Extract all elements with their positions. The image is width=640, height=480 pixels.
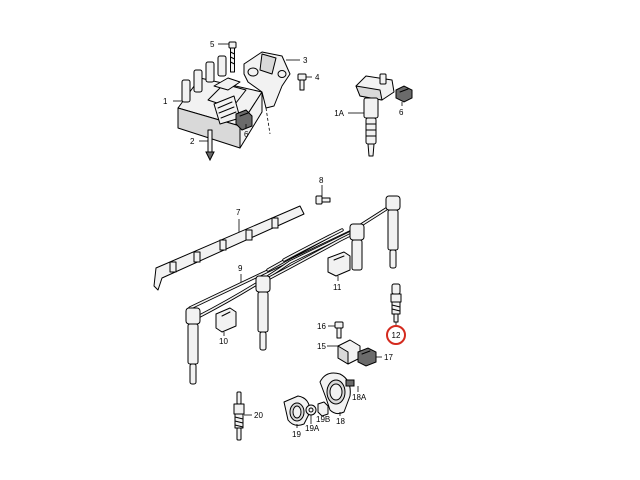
callout-10: 10 — [219, 337, 228, 346]
callout-19b: 19B — [316, 415, 330, 424]
callout-5: 5 — [210, 40, 215, 49]
callout-4: 4 — [315, 73, 320, 82]
clip-icon — [215, 307, 237, 333]
glow-plug-icon — [233, 391, 245, 441]
sensor-icon — [337, 339, 361, 365]
bolt-icon — [315, 195, 331, 205]
callout-12: 12 — [392, 331, 401, 340]
callout-18: 18 — [336, 417, 345, 426]
callout-9: 9 — [238, 264, 243, 273]
wire-harness-rail-icon — [153, 205, 305, 291]
callout-6-coil: 6 — [244, 130, 249, 139]
callout-19: 19 — [292, 430, 301, 439]
ignition-wire-set-icon — [185, 195, 401, 385]
callout-11: 11 — [333, 283, 342, 292]
connector-icon — [235, 109, 253, 131]
callout-19a: 19A — [305, 424, 320, 433]
callout-7: 7 — [236, 208, 241, 217]
bolt-icon — [334, 321, 344, 339]
callout-16: 16 — [317, 322, 326, 331]
callout-labels: 1 1A 2 3 4 5 6 6 7 8 9 10 11 12 15 16 17… — [163, 40, 404, 439]
callout-1a: 1A — [334, 109, 344, 118]
spark-plug-icon — [390, 283, 402, 323]
highlight-ring — [386, 325, 406, 345]
bolt-icon — [228, 41, 237, 73]
callout-3: 3 — [303, 56, 308, 65]
callout-8: 8 — [319, 176, 324, 185]
ignition-coil-pack-icon — [177, 55, 263, 149]
connector-icon — [357, 347, 377, 367]
sensor-ring-icon — [283, 395, 311, 426]
coil-bracket-icon — [243, 51, 291, 135]
callout-15: 15 — [317, 342, 326, 351]
leader-lines — [173, 43, 403, 428]
callout-6-pencil: 6 — [399, 108, 404, 117]
callout-18a: 18A — [352, 393, 367, 402]
callout-1: 1 — [163, 97, 168, 106]
nut-icon — [317, 401, 329, 417]
connector-icon — [395, 85, 413, 103]
sensor-ring-icon — [319, 372, 355, 415]
bolt-icon — [205, 129, 215, 162]
callout-17: 17 — [384, 353, 393, 362]
washer-icon — [305, 404, 317, 416]
bolt-icon — [297, 73, 307, 91]
callout-2: 2 — [190, 137, 195, 146]
clip-icon — [327, 251, 351, 277]
callout-20: 20 — [254, 411, 263, 420]
pencil-coil-icon — [355, 73, 395, 157]
